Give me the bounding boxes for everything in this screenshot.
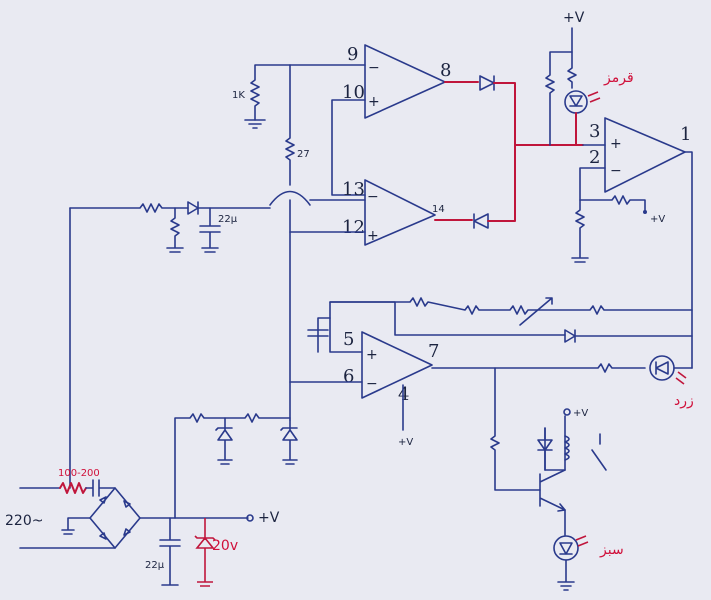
label-led-green: سبز [599,542,624,558]
label-c-22: 22μ [218,214,238,225]
label-supply-relay: +V [573,408,588,419]
wire-pin10 [331,99,366,196]
diode-feedback [564,329,693,343]
label-supply-pin4: +V [398,437,413,448]
resistor-pin2-supply [579,195,646,211]
svg-text:+: + [610,136,622,152]
resistor-top [545,27,573,146]
svg-text:−: − [368,60,380,76]
resistor-100-200 [59,482,87,494]
capacitor-22u [199,207,221,253]
zener-20v [194,518,216,587]
wire-collector [544,415,566,471]
pin-10: 10 [342,82,365,103]
resistor-input [69,203,189,213]
resistor-reference [174,413,291,519]
diode-relay [537,427,553,471]
opamp-upper: − + [364,44,446,119]
capacitor-22u-bottom [159,517,181,586]
zener-reference-left [215,417,233,465]
diode-upper [479,75,495,91]
resistor-27-wire [285,64,295,421]
label-led-red: قرمز [603,70,634,86]
pin-7: 7 [428,341,439,362]
svg-text:−: − [367,189,379,205]
label-supply-top: +V [563,10,585,26]
capacitor-series [85,479,116,497]
wire-bridge-ground [61,517,91,535]
zener-reference-right [280,419,298,465]
opamp-comparator: + − [604,117,686,193]
wire-red-upper [493,82,584,146]
led-red [564,90,601,114]
wire-pin1-out [684,151,693,369]
pin-2: 2 [589,147,600,168]
label-c-bottom: 22μ [145,560,165,571]
pin-5: 5 [343,329,354,350]
pin-13: 13 [342,179,365,200]
resistor-chain-feedback [329,297,693,315]
pin-8: 8 [440,60,451,81]
pin-1: 1 [680,124,691,145]
label-r-1k: 1K [232,90,245,101]
pin-14: 14 [432,204,445,215]
capacitor-pin5 [307,317,331,353]
label-ac-input: 220~ [5,513,43,529]
resistor-shunt [166,207,184,253]
relay-coil [564,435,570,461]
resistor-1k [244,64,291,129]
pin-6: 6 [343,366,354,387]
svg-text:+: + [367,228,379,244]
opamp-lower: − + [364,179,436,246]
svg-text:+: + [368,94,380,110]
node-comparator-supply [643,210,647,214]
resistor-base [490,367,541,491]
potentiometer-arrow [519,297,553,326]
pin-12: 12 [342,217,365,238]
label-supply-output: +V [258,510,280,526]
label-res-100-200: 100-200 [58,468,100,479]
label-r-27: 27 [297,149,310,160]
resistor-pin2-ground [571,167,606,263]
node-relay-supply [563,408,571,416]
wire-red-lower [487,144,516,222]
relay-switch [591,433,607,471]
label-led-yellow: زرد [674,393,694,409]
diode-lower [473,213,489,229]
svg-text:−: − [366,376,378,392]
pin-9: 9 [347,44,358,65]
node-supply-output [246,514,254,522]
label-supply-comparator: +V [650,214,665,225]
led-yellow [649,355,687,385]
ground-led-green [557,559,575,591]
led-green [553,535,589,561]
bridge-rectifier [89,487,141,549]
wire-crossover [269,190,311,206]
label-zener-20v: 20v [212,538,238,554]
svg-text:+: + [366,347,378,363]
pin-3: 3 [589,121,600,142]
opamp-middle: + − [361,331,433,399]
svg-text:−: − [610,163,622,179]
diode-input [187,201,199,215]
wire-pin7-out [431,363,646,373]
resistor-led-red [567,51,577,89]
transistor [539,469,566,512]
